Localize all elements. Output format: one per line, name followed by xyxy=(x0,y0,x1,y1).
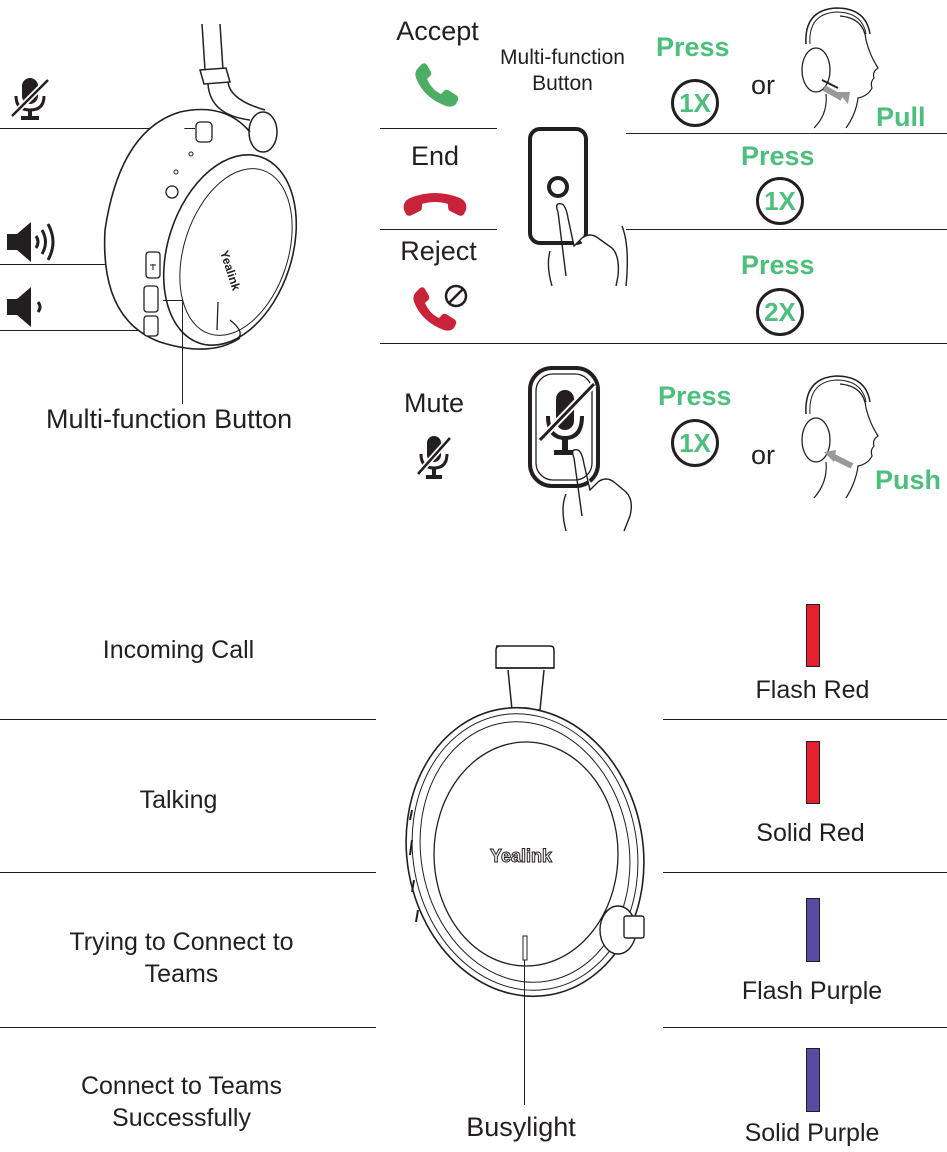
reject-press-text: Press xyxy=(741,250,815,280)
status-divider-3 xyxy=(0,1027,376,1028)
head-pull-mic-illustration xyxy=(801,7,879,129)
accept-label: Accept xyxy=(396,16,479,46)
volume-up-leader-line xyxy=(0,264,146,265)
mute-or-text: or xyxy=(751,440,776,470)
mute-button-press-illustration xyxy=(528,366,633,532)
row-divider-right-accept xyxy=(626,133,947,134)
end-count-badge: 1X xyxy=(756,177,804,225)
volume-down-leader-line xyxy=(0,330,146,331)
pull-gesture-text: Pull xyxy=(876,102,926,132)
volume-down-icon xyxy=(7,287,42,327)
light-flash-red: Flash Red xyxy=(755,676,870,704)
accept-press-text: Press xyxy=(656,32,730,62)
light-divider-2 xyxy=(663,872,947,873)
light-flash-purple: Flash Purple xyxy=(741,977,883,1005)
light-divider-3 xyxy=(663,1027,947,1028)
phone-accept-icon xyxy=(415,63,459,107)
phone-reject-icon xyxy=(413,284,468,331)
status-incoming-call: Incoming Call xyxy=(102,636,255,664)
mic-mute-icon xyxy=(9,77,51,120)
accept-or-text: or xyxy=(751,70,776,100)
mute-count-badge: 1X xyxy=(671,419,719,467)
status-divider-2 xyxy=(0,872,376,873)
volume-up-icon xyxy=(7,222,55,262)
busylight-label: Busylight xyxy=(466,1112,576,1142)
mfb-pointer-vertical xyxy=(182,300,183,404)
row-divider-right-end xyxy=(626,229,947,230)
status-talking: Talking xyxy=(139,786,218,814)
light-solid-red: Solid Red xyxy=(756,819,865,847)
solid-purple-swatch xyxy=(806,1048,820,1112)
status-divider-1 xyxy=(0,719,376,720)
mfb-pointer-horizontal xyxy=(163,300,183,301)
row-divider-end xyxy=(380,229,497,230)
light-solid-purple: Solid Purple xyxy=(744,1119,880,1147)
end-press-text: Press xyxy=(741,141,815,171)
multi-function-button-label: Multi-function Button xyxy=(46,404,293,434)
reject-label: Reject xyxy=(400,236,477,266)
end-label: End xyxy=(410,141,460,171)
phone-end-icon xyxy=(403,193,467,216)
head-push-mic-illustration xyxy=(801,375,879,499)
flash-red-swatch xyxy=(806,604,820,667)
mute-press-text: Press xyxy=(658,381,732,411)
light-divider-1 xyxy=(663,719,947,720)
flash-purple-swatch xyxy=(806,898,820,962)
busylight-brand-logo: Yealink xyxy=(490,846,553,866)
busylight-earcup-illustration: Yealink xyxy=(405,645,645,998)
row-divider-accept xyxy=(380,128,497,129)
solid-red-swatch xyxy=(806,741,820,804)
section-divider-mute xyxy=(380,343,947,344)
reject-count-badge: 2X xyxy=(756,288,804,336)
mute-leader-line xyxy=(0,128,195,129)
button-press-illustration xyxy=(528,127,629,287)
push-gesture-text: Push xyxy=(875,465,942,495)
headset-earcup-illustration: Yealink xyxy=(103,23,298,350)
multi-function-button-caption: Multi-function Button xyxy=(500,46,625,95)
status-connected: Connect to Teams Successfully xyxy=(80,1072,283,1132)
busylight-pointer-line xyxy=(524,960,525,1105)
accept-count-badge: 1X xyxy=(671,79,719,127)
mic-mute-small-icon xyxy=(415,436,453,479)
status-trying-to-connect: Trying to Connect to Teams xyxy=(69,928,294,988)
mute-label: Mute xyxy=(403,388,465,418)
